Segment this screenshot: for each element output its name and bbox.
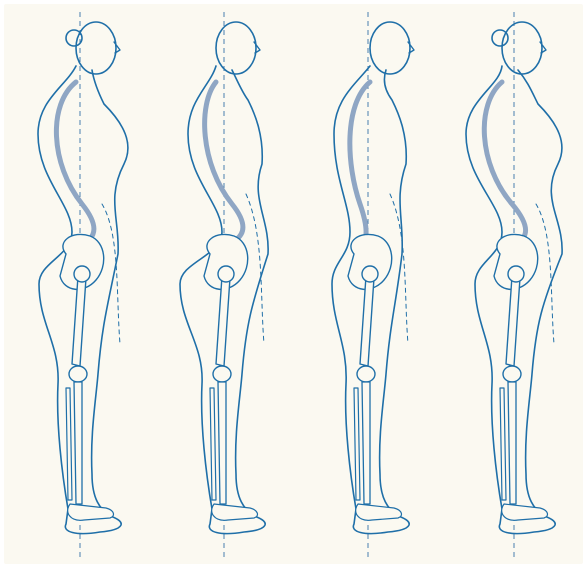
tibia-bone [74,382,82,504]
posture-figures-svg [4,4,583,564]
knee-joint [357,366,375,382]
femur-head [74,266,90,282]
head-outline [502,22,542,74]
tibia-bone [218,382,226,504]
head-outline [216,22,256,74]
figure-1 [38,12,128,559]
hair-bun [492,30,508,46]
femur-head [508,266,524,282]
fibula-bone [500,388,506,500]
spine-curve [56,82,94,254]
figure-2 [180,12,268,559]
diagram-background [4,4,583,564]
head-outline [370,22,410,74]
knee-joint [213,366,231,382]
tibia-bone [508,382,516,504]
spine-curve [484,82,525,254]
tibia-bone [362,382,370,504]
face-profile [408,42,414,53]
knee-joint [69,366,87,382]
fibula-bone [66,388,72,500]
foot-bones [502,504,548,520]
figure-3 [332,12,414,559]
femur-head [362,266,378,282]
femur-head [218,266,234,282]
foot-bones [356,504,402,520]
face-profile [114,42,120,53]
face-profile [254,42,260,53]
foot-bones [68,504,114,520]
face-profile [540,42,546,53]
knee-joint [503,366,521,382]
spine-curve [350,82,370,254]
fibula-bone [354,388,360,500]
fibula-bone [210,388,216,500]
head-outline [76,22,116,74]
foot-bones [212,504,258,520]
hair-bun [66,30,82,46]
figure-4 [466,12,562,559]
